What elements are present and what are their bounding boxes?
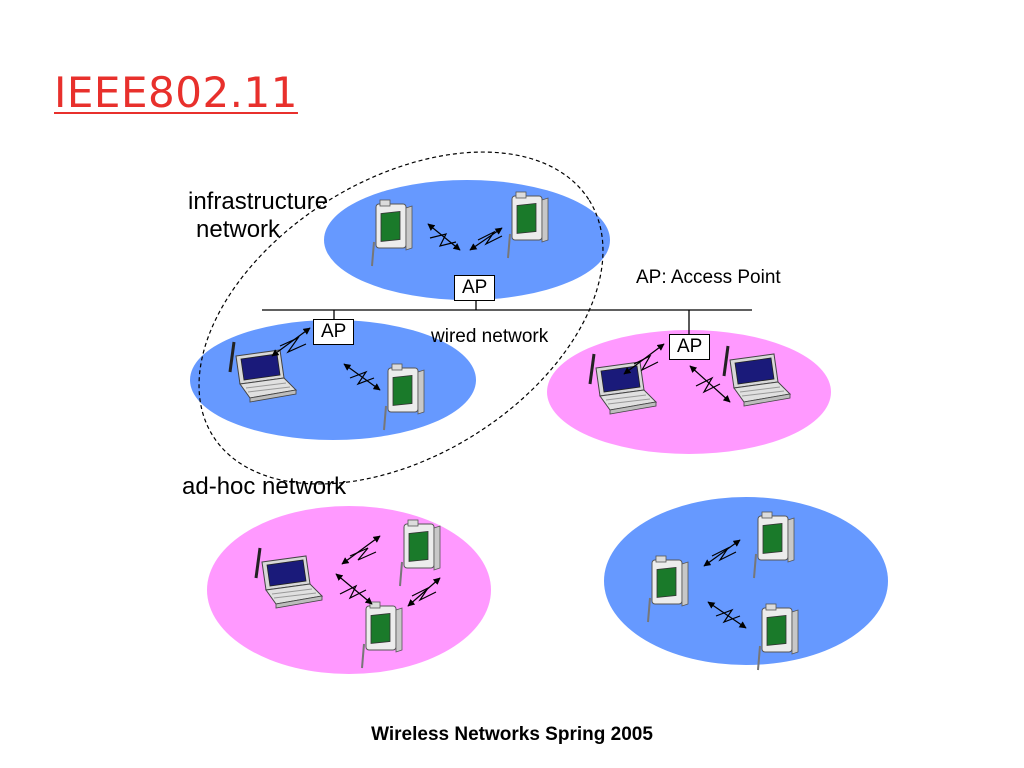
wireless-link-icon [271, 223, 747, 629]
infrastructure-label-line1: infrastructure [188, 188, 329, 215]
access-point-box: AP [669, 334, 711, 360]
access-point-legend: AP: Access Point [636, 267, 781, 288]
infrastructure-network-label: infrastructure network [188, 188, 328, 243]
wired-network-label: wired network [431, 326, 549, 347]
adhoc-network-label: ad-hoc network [182, 473, 347, 500]
slide-footer: Wireless Networks Spring 2005 [371, 724, 653, 745]
access-point-box: AP [313, 319, 355, 345]
slide-title: IEEE802.11 [54, 68, 298, 117]
cell-adhoc-right [604, 497, 888, 665]
infrastructure-label-line2: network [196, 215, 281, 243]
access-point-box: AP [454, 275, 496, 301]
infrastructure-boundary [198, 151, 604, 485]
